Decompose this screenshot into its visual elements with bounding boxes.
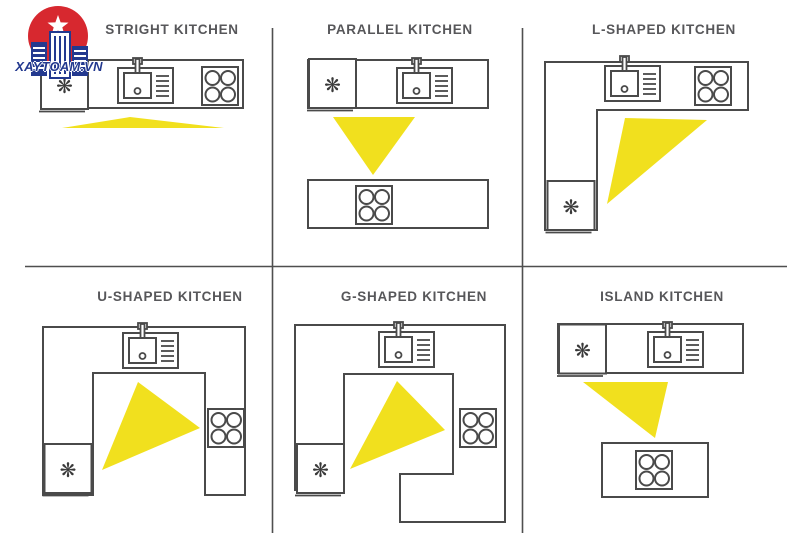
panel-title-g-shaped: G-SHAPED KITCHEN (340, 289, 488, 304)
panel-title-parallel: PARALLEL KITCHEN (327, 22, 473, 37)
panel-title-island: ISLAND KITCHEN (600, 289, 724, 304)
stove-icon (459, 408, 497, 448)
work-triangle (350, 381, 445, 469)
u-shaped-kitchen-plan (41, 322, 246, 497)
fridge-icon (306, 58, 357, 112)
watermark-logo: XAYTOAM.VN (6, 2, 112, 84)
star-icon (47, 15, 69, 35)
parallel-kitchen-plan (306, 57, 489, 229)
work-triangle (102, 382, 200, 470)
fridge-icon (41, 443, 93, 497)
stove-icon (635, 450, 673, 490)
logo-buildings (31, 31, 88, 79)
panel-title-straight: STRIGHT KITCHEN (105, 22, 239, 37)
panel-title-l-shaped: L-SHAPED KITCHEN (592, 22, 736, 37)
counter-bottom (307, 179, 489, 229)
work-triangle (607, 118, 707, 204)
work-triangle (62, 117, 224, 128)
straight-kitchen-plan (38, 57, 244, 128)
stove-icon (207, 408, 245, 448)
fridge-icon (544, 180, 596, 234)
stove-icon (694, 66, 732, 106)
fridge-icon (556, 323, 607, 377)
g-shaped-kitchen-plan (294, 321, 506, 523)
island-kitchen-plan (556, 321, 744, 498)
logo-badge (28, 6, 88, 79)
fridge-icon (294, 443, 345, 497)
stove-icon (201, 66, 239, 106)
work-triangle (583, 382, 668, 438)
watermark-text: XAYTOAM.VN (15, 59, 103, 74)
stove-icon (355, 185, 393, 225)
panel-title-u-shaped: U-SHAPED KITCHEN (97, 289, 243, 304)
grid-dividers (25, 28, 787, 533)
work-triangle (333, 117, 415, 175)
l-shaped-kitchen-plan (544, 55, 749, 234)
